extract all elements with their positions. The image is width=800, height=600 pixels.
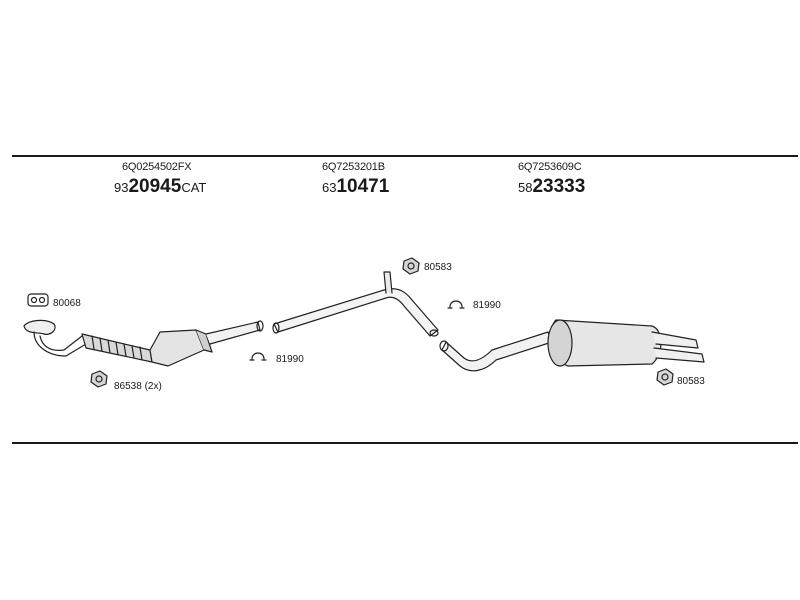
nut-front-icon: [90, 370, 108, 388]
ref-suffix: CAT: [181, 180, 207, 195]
bottom-divider: [12, 442, 798, 444]
part-number-catalyst: 6Q0254502FX: [122, 161, 192, 173]
label-nut-front: 86538 (2x): [114, 381, 162, 392]
gasket-front-icon: [27, 293, 49, 307]
hanger-mid-icon: [402, 257, 420, 275]
label-clamp-2: 81990: [473, 300, 501, 311]
ref-main: 20945: [128, 176, 182, 197]
part-number-middle-pipe: 6Q7253201B: [322, 161, 385, 173]
ref-code-middle-pipe: 6310471: [322, 176, 389, 198]
ref-prefix: 93: [114, 180, 129, 195]
rear-silencer: [439, 319, 705, 372]
ref-main: 10471: [336, 176, 390, 197]
label-hanger-rear: 80583: [677, 376, 705, 387]
label-clamp-1: 81990: [276, 354, 304, 365]
ref-prefix: 58: [518, 180, 533, 195]
top-divider: [12, 155, 798, 157]
label-gasket-front: 80068: [53, 298, 81, 309]
hanger-rear-icon: [656, 368, 674, 386]
ref-code-catalyst: 9320945CAT: [114, 176, 206, 198]
ref-main: 23333: [532, 176, 586, 197]
catalyst-front-pipe: [23, 319, 264, 367]
ref-code-rear-silencer: 5823333: [518, 176, 585, 198]
label-hanger-mid: 80583: [424, 262, 452, 273]
clamp-1-icon: [249, 352, 267, 361]
clamp-2-icon: [447, 300, 465, 309]
part-number-rear-silencer: 6Q7253609C: [518, 161, 582, 173]
middle-pipe: [272, 271, 439, 337]
ref-prefix: 63: [322, 180, 337, 195]
